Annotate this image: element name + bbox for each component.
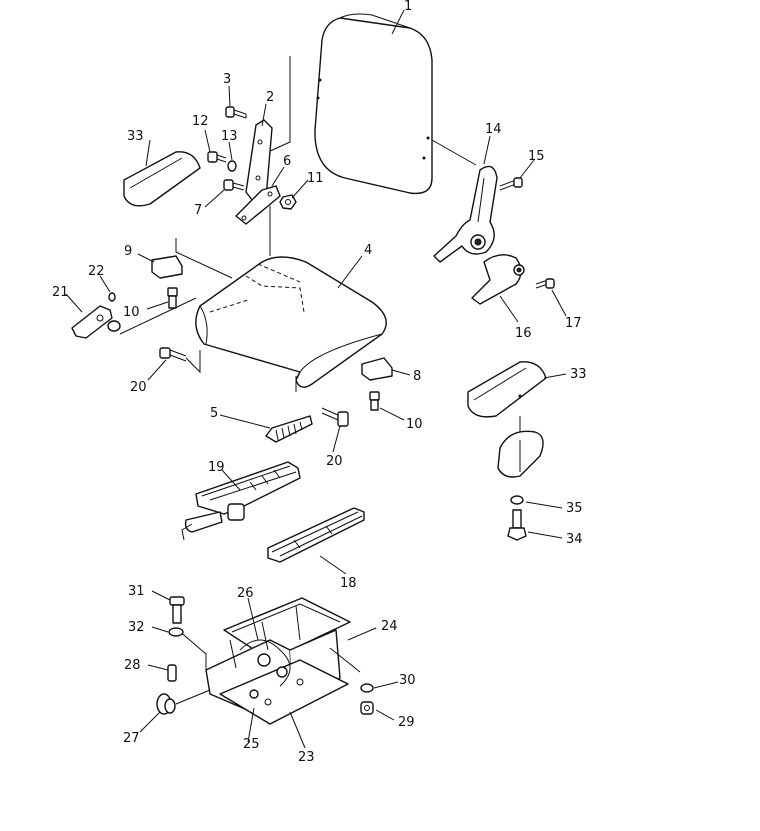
label-7: 7 [194, 203, 202, 218]
washer-13 [227, 160, 237, 172]
label-31: 31 [128, 584, 145, 599]
armrest-pad-left [123, 151, 201, 207]
armrest-pad-right [467, 361, 547, 432]
spring-5 [265, 415, 313, 443]
label-4: 4 [364, 243, 372, 258]
bolt-12 [207, 151, 227, 163]
label-22: 22 [88, 264, 105, 279]
bracket-9 [151, 255, 183, 279]
label-33-left: 33 [127, 129, 144, 144]
label-3: 3 [223, 72, 231, 87]
bolt-10-left [167, 287, 178, 309]
backrest [267, 13, 477, 195]
hinge-bracket-lower [235, 185, 281, 256]
label-16: 16 [515, 326, 532, 341]
label-20-left: 20 [130, 380, 147, 395]
bolt-34 [507, 509, 527, 541]
label-27: 27 [123, 731, 140, 746]
label-21: 21 [52, 285, 69, 300]
nut-11 [279, 194, 297, 210]
bracket-8 [361, 357, 393, 381]
label-35: 35 [566, 501, 583, 516]
label-23: 23 [298, 750, 315, 765]
label-24: 24 [381, 619, 398, 634]
label-19: 19 [208, 460, 225, 475]
bolt-20-right [321, 407, 349, 427]
pin-28 [167, 664, 177, 682]
label-30: 30 [399, 673, 416, 688]
bolt-10-right [369, 391, 380, 411]
bolt-15 [499, 177, 523, 191]
label-9: 9 [124, 244, 132, 259]
nut-29 [360, 701, 374, 715]
washer-30 [360, 683, 374, 693]
label-32: 32 [128, 620, 145, 635]
washer-32 [168, 627, 184, 637]
bolt-3 [225, 106, 247, 119]
label-25: 25 [243, 737, 260, 752]
label-34: 34 [566, 532, 583, 547]
bolt-17 [535, 278, 555, 289]
knob-27 [156, 689, 211, 715]
label-29: 29 [398, 715, 415, 730]
label-26: 26 [237, 586, 254, 601]
label-10-left: 10 [123, 305, 140, 320]
label-33-right: 33 [570, 367, 587, 382]
bolt-20-left [159, 347, 201, 374]
armrest-plate [497, 430, 544, 478]
recliner-arm-16 [471, 254, 525, 305]
lever-21 [71, 297, 197, 339]
label-17: 17 [565, 316, 582, 331]
label-28: 28 [124, 658, 141, 673]
label-12: 12 [192, 114, 209, 129]
label-11: 11 [307, 171, 324, 186]
washer-35 [510, 495, 524, 505]
recliner-arm-14 [433, 165, 498, 263]
callout-labels: 1 2 3 4 5 6 7 8 9 10 10 11 12 13 14 15 1… [52, 0, 587, 765]
label-10-right: 10 [406, 417, 423, 432]
slide-rail-19 [181, 461, 301, 541]
pin-22 [108, 292, 116, 302]
label-8: 8 [413, 369, 421, 384]
bolt-31 [169, 596, 185, 624]
callout-leaders [65, 9, 567, 749]
label-2: 2 [266, 90, 274, 105]
label-6: 6 [283, 154, 291, 169]
label-13: 13 [221, 129, 238, 144]
label-20-right: 20 [326, 454, 343, 469]
slide-rail-18 [267, 507, 365, 563]
suspension-base [177, 597, 361, 725]
label-1: 1 [404, 0, 412, 14]
label-15: 15 [528, 149, 545, 164]
label-18: 18 [340, 576, 357, 591]
label-5: 5 [210, 406, 218, 421]
label-14: 14 [485, 122, 502, 137]
seat-cushion [175, 238, 387, 392]
bolt-7 [223, 179, 245, 191]
